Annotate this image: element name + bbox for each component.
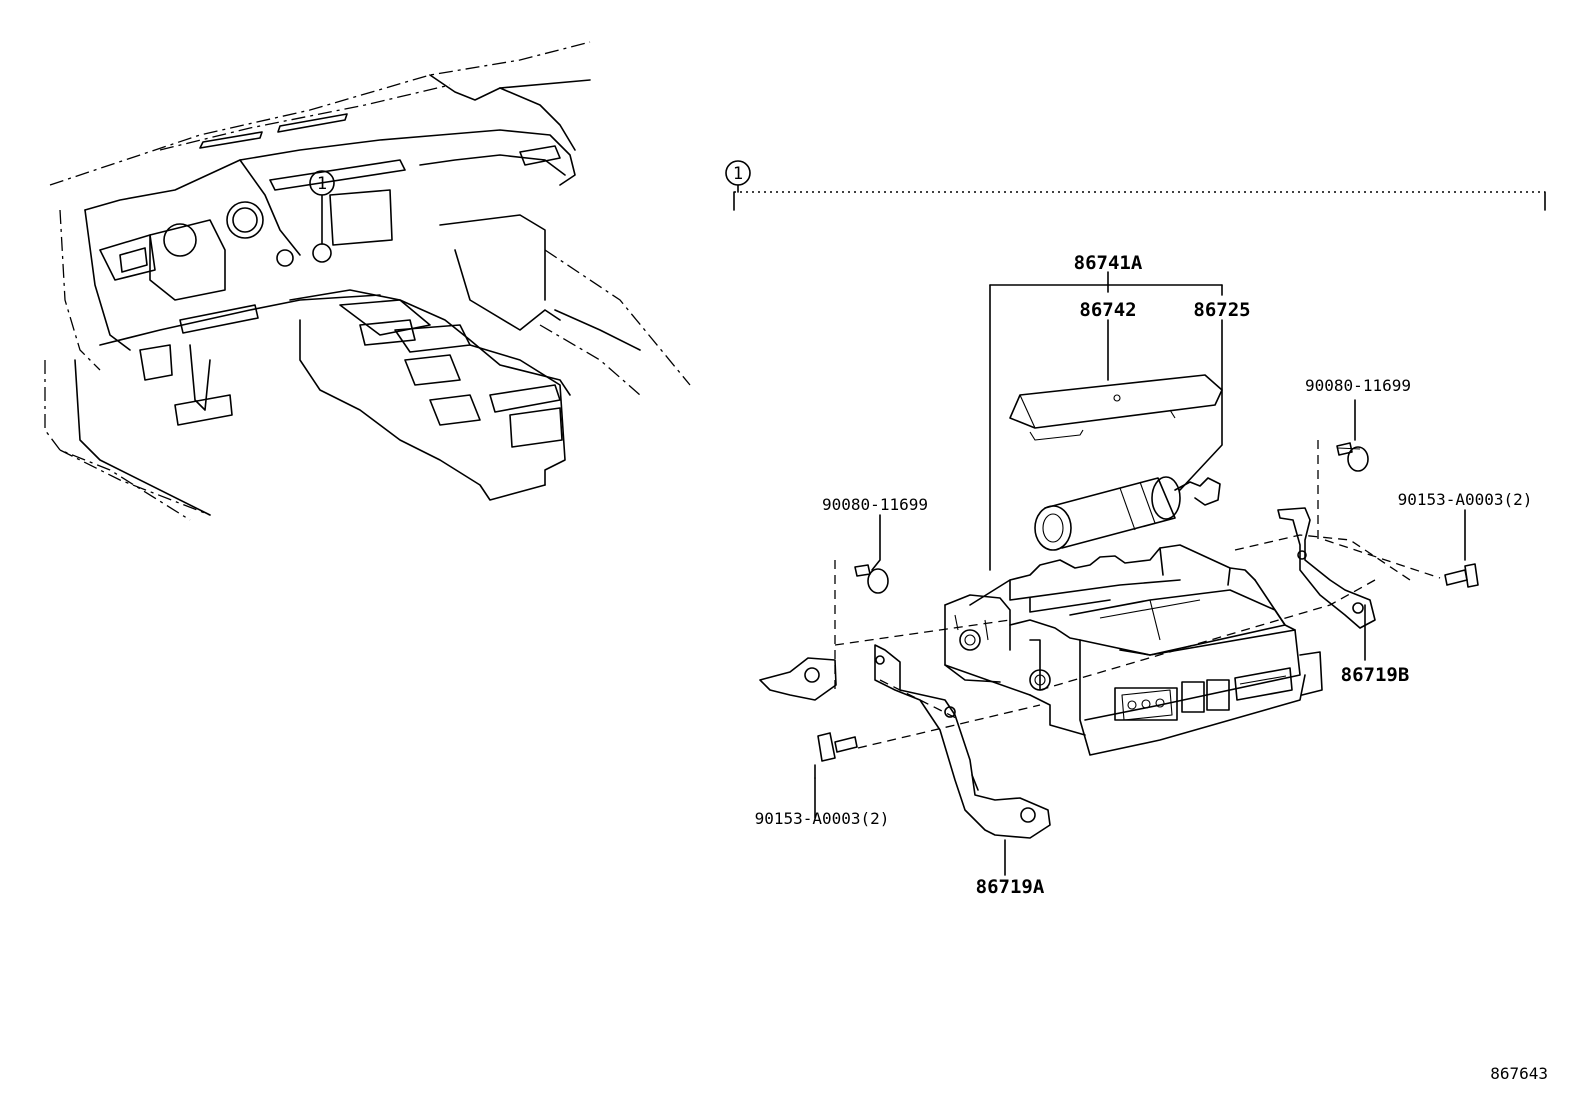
module-body — [944, 544, 1323, 756]
screw-90153-a0003-right — [1444, 563, 1479, 588]
backup-battery-86725 — [1034, 476, 1221, 551]
label-86719a: 86719A — [976, 876, 1045, 898]
part-number-labels: 86741A 86742 86725 90080-11699 90080-116… — [755, 252, 1533, 898]
bolt-90080-11699-left — [854, 564, 889, 594]
bolt-90080-11699-right — [1336, 442, 1369, 472]
label-86719b: 86719B — [1341, 664, 1410, 686]
bracket-86719a — [759, 644, 1051, 839]
label-90080-11699-left: 90080-11699 — [822, 495, 928, 514]
callout-index-assembly: 1 — [733, 164, 743, 184]
callout-bubble-dashboard — [309, 170, 335, 196]
bracket-86719b — [1277, 507, 1376, 629]
assembly-group-bracket: 1 — [725, 160, 1546, 211]
screw-90153-a0003-left — [814, 732, 858, 779]
label-90080-11699-right: 90080-11699 — [1305, 376, 1411, 395]
callout-index-dashboard: 1 — [317, 174, 327, 194]
assembly-axis-lines — [834, 440, 1441, 749]
label-86725: 86725 — [1193, 299, 1250, 321]
label-90153-a0003-right: 90153-A0003(2) — [1398, 490, 1533, 509]
label-90153-a0003-left: 90153-A0003(2) — [755, 809, 890, 828]
module-location-marker — [312, 243, 332, 263]
cover-lid-86742 — [1009, 374, 1223, 441]
label-86741a: 86741A — [1074, 252, 1143, 274]
figure-number: 867643 — [1490, 1064, 1548, 1083]
dashboard-overview-illustration: 1 — [44, 41, 691, 521]
leader-lines — [814, 271, 1466, 876]
label-86742: 86742 — [1079, 299, 1136, 321]
